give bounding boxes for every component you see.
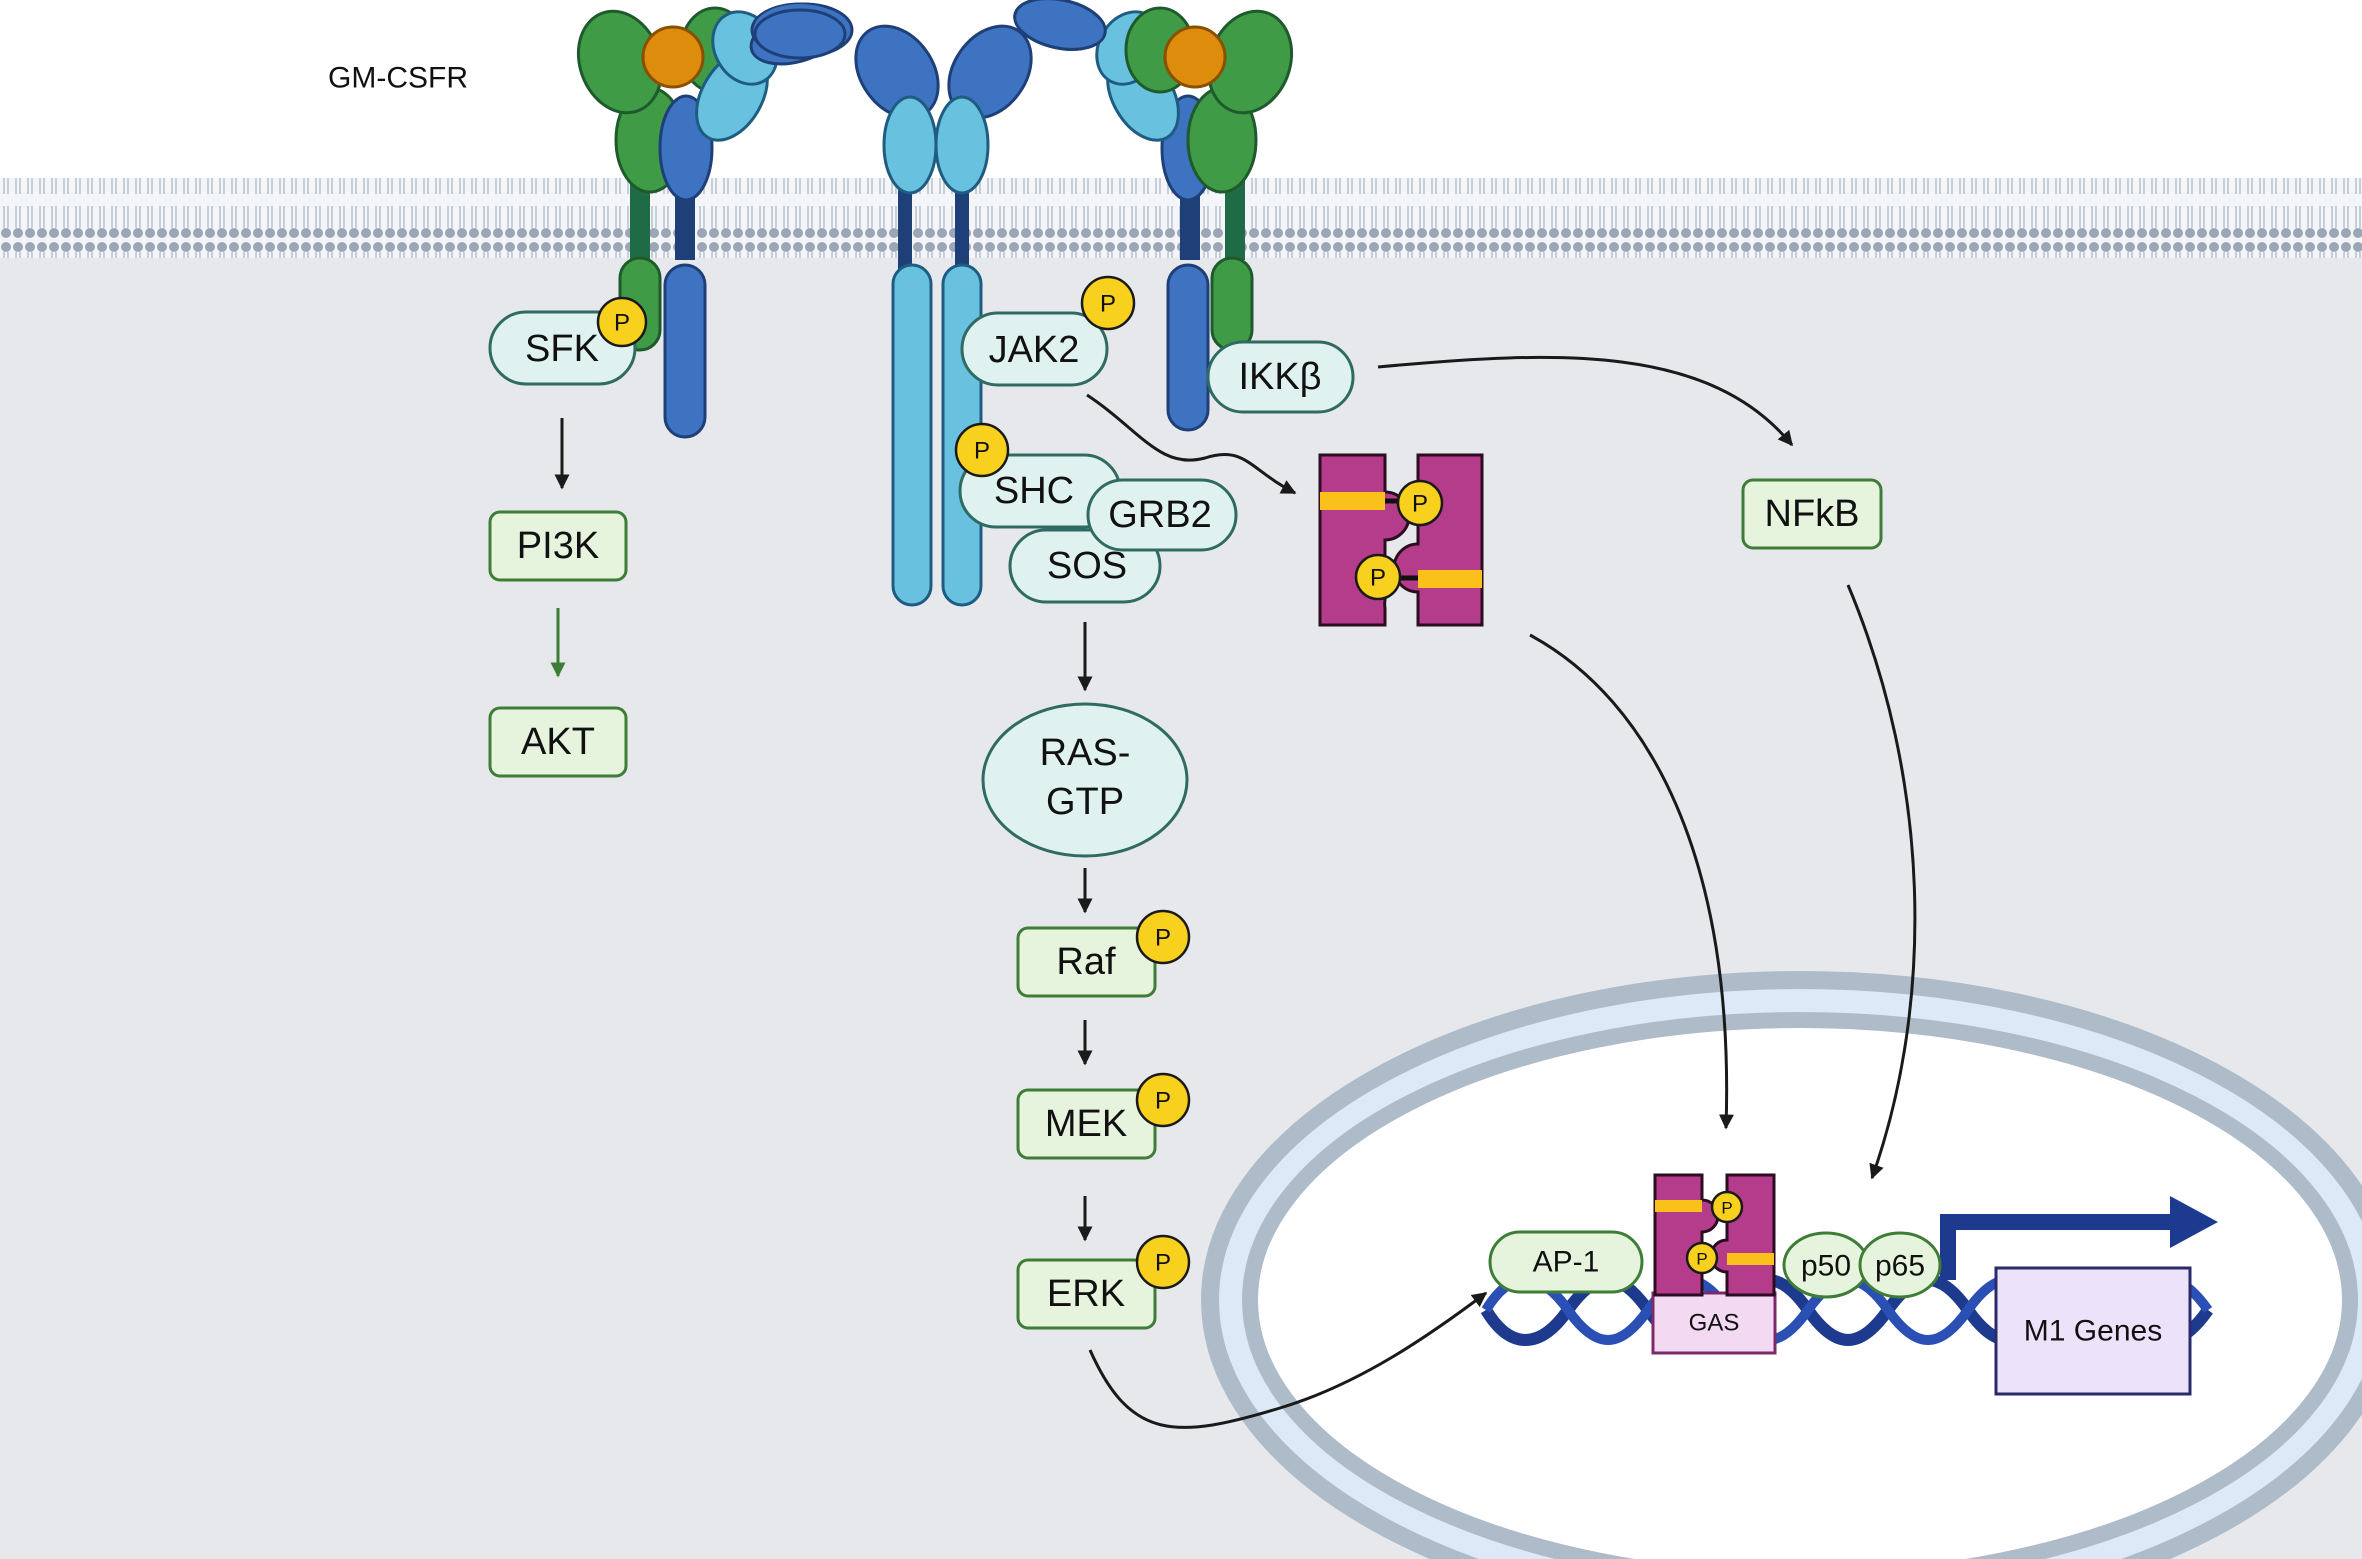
gas-element: GAS bbox=[1651, 1291, 1777, 1355]
svg-text:P: P bbox=[1412, 491, 1428, 518]
ligand-left bbox=[641, 25, 705, 89]
gm-csfr-right-receptor bbox=[1013, 0, 1294, 260]
phospho-erk bbox=[1135, 1234, 1191, 1290]
ap1-label: AP-1 bbox=[1533, 1246, 1600, 1279]
p50-p65-dimer: p50 p65 bbox=[1782, 1231, 1942, 1299]
phospho-stat-nuc-a bbox=[1710, 1190, 1744, 1224]
phospho-jak2 bbox=[1080, 275, 1136, 331]
shc-grb2-sos-complex: SHC SOS GRB2 P bbox=[954, 422, 1238, 604]
transcription-start-arrow bbox=[1940, 1196, 2218, 1280]
ikkb-label: IKKβ bbox=[1238, 356, 1321, 398]
jak2-node: JAK2 P bbox=[960, 275, 1136, 387]
erk-label: ERK bbox=[1047, 1273, 1125, 1315]
phospho-stat-nuc-b bbox=[1685, 1241, 1719, 1275]
stat5-dimer-cytoplasm: P P bbox=[1318, 453, 1484, 627]
pi3k-node: PI3K bbox=[488, 510, 628, 582]
akt-label: AKT bbox=[521, 721, 595, 763]
svg-text:P: P bbox=[1100, 291, 1116, 318]
stat5-dimer-nucleus: P P bbox=[1653, 1173, 1776, 1297]
ras-label-line1: RAS- bbox=[1040, 732, 1131, 774]
p65-label: p65 bbox=[1875, 1250, 1925, 1283]
shc-label: SHC bbox=[994, 470, 1074, 512]
sfk-node: SFK P bbox=[488, 296, 648, 386]
arrow-nfkb-p50p65 bbox=[1846, 584, 1917, 1180]
jak2-label: JAK2 bbox=[989, 329, 1080, 371]
m1-genes-label: M1 Genes bbox=[2024, 1315, 2162, 1348]
arrow-stat-gas bbox=[1529, 633, 1734, 1130]
phospho-mek bbox=[1135, 1072, 1191, 1128]
receptor-label: GM-CSFR bbox=[328, 62, 468, 95]
phospho-sfk bbox=[596, 296, 648, 348]
arrow-jak2-stat bbox=[1086, 393, 1297, 495]
ras-gtp-node: RAS- GTP bbox=[981, 702, 1189, 858]
phospho-shc bbox=[954, 422, 1010, 478]
svg-text:P: P bbox=[614, 310, 630, 337]
svg-text:P: P bbox=[974, 438, 990, 465]
arrow-ikkb-nfkb bbox=[1377, 355, 1794, 447]
phospho-stat-b bbox=[1354, 553, 1402, 601]
raf-node: Raf P bbox=[1016, 909, 1191, 998]
p50-label: p50 bbox=[1801, 1250, 1851, 1283]
phospho-raf bbox=[1135, 909, 1191, 965]
svg-text:P: P bbox=[1696, 1250, 1707, 1269]
akt-node: AKT bbox=[488, 706, 628, 778]
erk-node: ERK P bbox=[1016, 1234, 1191, 1330]
svg-text:P: P bbox=[1155, 925, 1171, 952]
pi3k-label: PI3K bbox=[517, 525, 599, 567]
phospho-stat-a bbox=[1396, 479, 1444, 527]
svg-text:P: P bbox=[1155, 1250, 1171, 1277]
mek-node: MEK P bbox=[1016, 1072, 1191, 1160]
nfkb-node: NFkB bbox=[1741, 478, 1883, 550]
svg-text:P: P bbox=[1721, 1199, 1732, 1218]
m1-genes-box: M1 Genes bbox=[1994, 1266, 2192, 1396]
gas-label: GAS bbox=[1689, 1310, 1740, 1337]
arrow-erk-ap1 bbox=[1088, 1291, 1488, 1429]
sfk-label: SFK bbox=[525, 328, 599, 370]
ikkb-node: IKKβ bbox=[1206, 340, 1355, 414]
ras-label-line2: GTP bbox=[1046, 781, 1124, 823]
nfkb-label: NFkB bbox=[1765, 493, 1860, 535]
grb2-label: GRB2 bbox=[1108, 494, 1211, 536]
svg-text:P: P bbox=[1370, 565, 1386, 592]
ap1-node: AP-1 bbox=[1488, 1230, 1644, 1294]
raf-label: Raf bbox=[1056, 941, 1116, 983]
ligand-right bbox=[1163, 25, 1227, 89]
svg-text:P: P bbox=[1155, 1088, 1171, 1115]
mek-label: MEK bbox=[1045, 1103, 1127, 1145]
sos-label: SOS bbox=[1047, 545, 1127, 587]
